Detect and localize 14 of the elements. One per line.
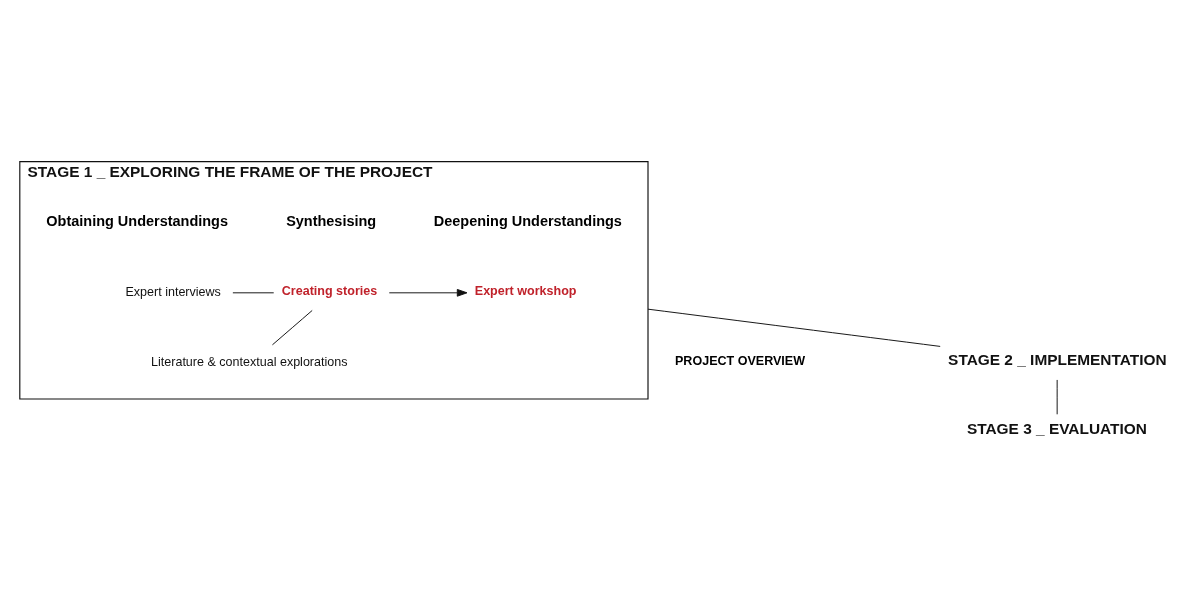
label: PROJECT OVERVIEW (675, 353, 806, 368)
node-text: Creating stories (281, 283, 378, 298)
node-text: STAGE 2 _ IMPLEMENTATION (948, 350, 1167, 368)
label: Synthesising (286, 212, 377, 229)
arrow (388, 288, 468, 297)
node-text: STAGE 3 _ EVALUATION (966, 419, 1147, 437)
connector (232, 291, 275, 293)
node-text: Expert workshop (474, 283, 577, 298)
label: Deepening Understandings (433, 212, 622, 229)
connector (271, 309, 313, 345)
node-text: Literature & contextual explorations (151, 354, 348, 369)
connector (647, 308, 941, 347)
node-text: Expert interviews (125, 284, 221, 299)
label: Obtaining Understandings (46, 212, 229, 229)
